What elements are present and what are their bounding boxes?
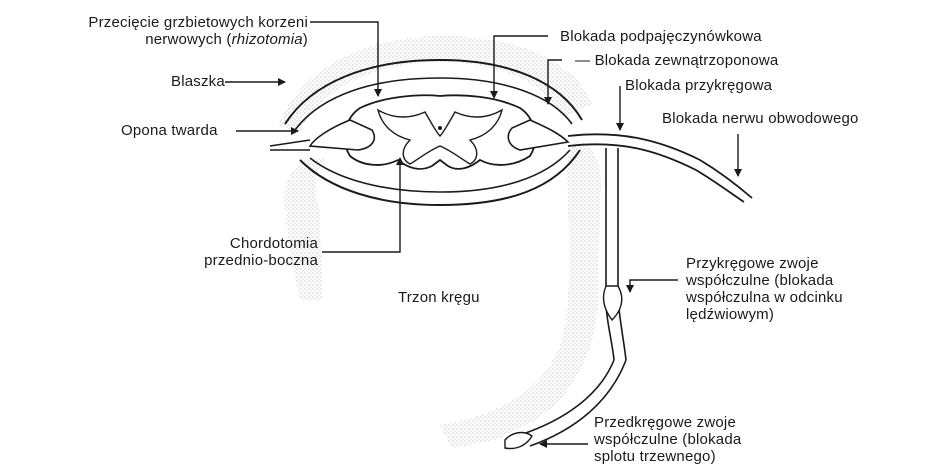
label-vertebral-body: Trzon kręgu [398, 289, 480, 306]
label-paravertebral-ganglia: Przykręgowe zwoje współczulne (blokada w… [686, 255, 843, 323]
central-canal [438, 126, 442, 130]
label-paravertebral-block: Blokada przykręgowa [625, 77, 772, 94]
prevertebral-ganglion [505, 433, 532, 449]
label-paravertebral-ganglia-line2: współczulne (blokada [686, 272, 843, 289]
left-nerve-root [270, 140, 310, 150]
label-rhizotomy: Przecięcie grzbietowych korzeni nerwowyc… [8, 14, 308, 48]
label-cordotomy-line1: Chordotomia [130, 235, 318, 252]
label-epidural-block: — Blokada zewnątrzoponowa [575, 52, 778, 69]
label-prevertebral-ganglia-line1: Przedkręgowe zwoje [594, 414, 741, 431]
label-cordotomy: Chordotomia przednio-boczna [130, 235, 318, 269]
leader-paravertebral-ganglia [630, 280, 678, 292]
sympathetic-chain [606, 148, 626, 360]
label-cordotomy-line2: przednio-boczna [130, 252, 318, 269]
label-lamina: Blaszka [171, 73, 225, 90]
label-rhizotomy-line2-post: ) [303, 31, 308, 48]
label-paravertebral-ganglia-line1: Przykręgowe zwoje [686, 255, 843, 272]
label-rhizotomy-line2: nerwowych (rhizotomia) [8, 31, 308, 48]
label-paravertebral-ganglia-line3: współczulna w odcinku [686, 289, 843, 306]
label-peripheral-nerve-block: Blokada nerwu obwodowego [662, 110, 859, 127]
label-prevertebral-ganglia-line2: współczulne (blokada [594, 431, 741, 448]
label-paravertebral-ganglia-line4: lędźwiowym) [686, 306, 843, 323]
label-prevertebral-ganglia: Przedkręgowe zwoje współczulne (blokada … [594, 414, 741, 465]
vertebral-body-bone [285, 158, 325, 300]
label-rhizotomy-line2-pre: nerwowych ( [145, 31, 231, 48]
label-rhizotomy-italic: rhizotomia [232, 31, 303, 48]
label-subarachnoid-block: Blokada podpajęczynówkowa [560, 28, 762, 45]
label-rhizotomy-line1: Przecięcie grzbietowych korzeni [8, 14, 308, 31]
label-prevertebral-ganglia-line3: splotu trzewnego) [594, 448, 741, 465]
label-dura: Opona twarda [121, 122, 218, 139]
